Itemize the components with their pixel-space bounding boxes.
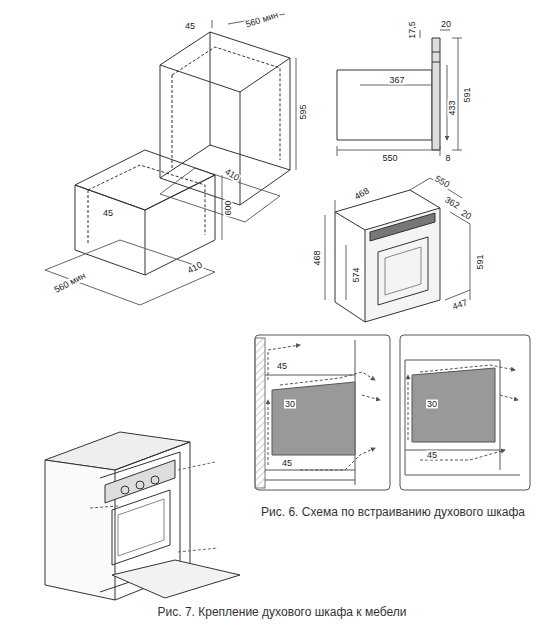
dimension-label: 591 [476, 253, 485, 270]
dimension-label: 367 [388, 76, 405, 85]
built-in-scheme-right [400, 335, 530, 490]
cabinet-mounting [45, 432, 240, 600]
dimension-label: 600 [224, 199, 233, 216]
dimension-label: 560 мин [244, 10, 281, 30]
dimension-label: 45 [276, 362, 288, 371]
lower-niche [45, 150, 222, 305]
dimension-label: 468 [352, 186, 371, 202]
built-in-scheme-left [255, 335, 390, 490]
dimension-label: 45 [426, 451, 438, 460]
dimension-label: 410 [185, 260, 204, 276]
side-view [337, 30, 462, 156]
upper-niche [160, 14, 296, 222]
dimension-label: 30 [426, 400, 438, 409]
dimension-label: 595 [299, 103, 308, 120]
figure-caption: Рис. 6. Схема по встраиванию духового шк… [260, 506, 526, 518]
dimension-label: 550 [381, 154, 398, 163]
dimension-label: 433 [448, 99, 457, 116]
dimension-label: 560 мин [52, 271, 88, 296]
dimension-label: 550 [432, 174, 451, 190]
dimension-label: 45 [184, 22, 196, 31]
figure-caption: Рис. 7. Крепление духового шкафа к мебел… [157, 606, 408, 618]
dimension-label: 362 [442, 195, 461, 211]
dimension-label: 45 [102, 209, 114, 218]
dimension-label: 45 [281, 459, 293, 468]
dimension-label: 17,5 [408, 20, 417, 40]
oven-isometric [325, 178, 470, 322]
dimension-label: 8 [444, 154, 451, 163]
dimension-label: 20 [440, 20, 452, 29]
dimension-label: 30 [284, 400, 296, 409]
dimension-label: 447 [450, 298, 469, 312]
dimension-label: 591 [463, 86, 472, 103]
dimension-label: 20 [459, 208, 474, 222]
dimension-label: 574 [352, 266, 361, 283]
dimension-label: 468 [313, 249, 322, 266]
dimension-label: 410 [222, 167, 241, 184]
